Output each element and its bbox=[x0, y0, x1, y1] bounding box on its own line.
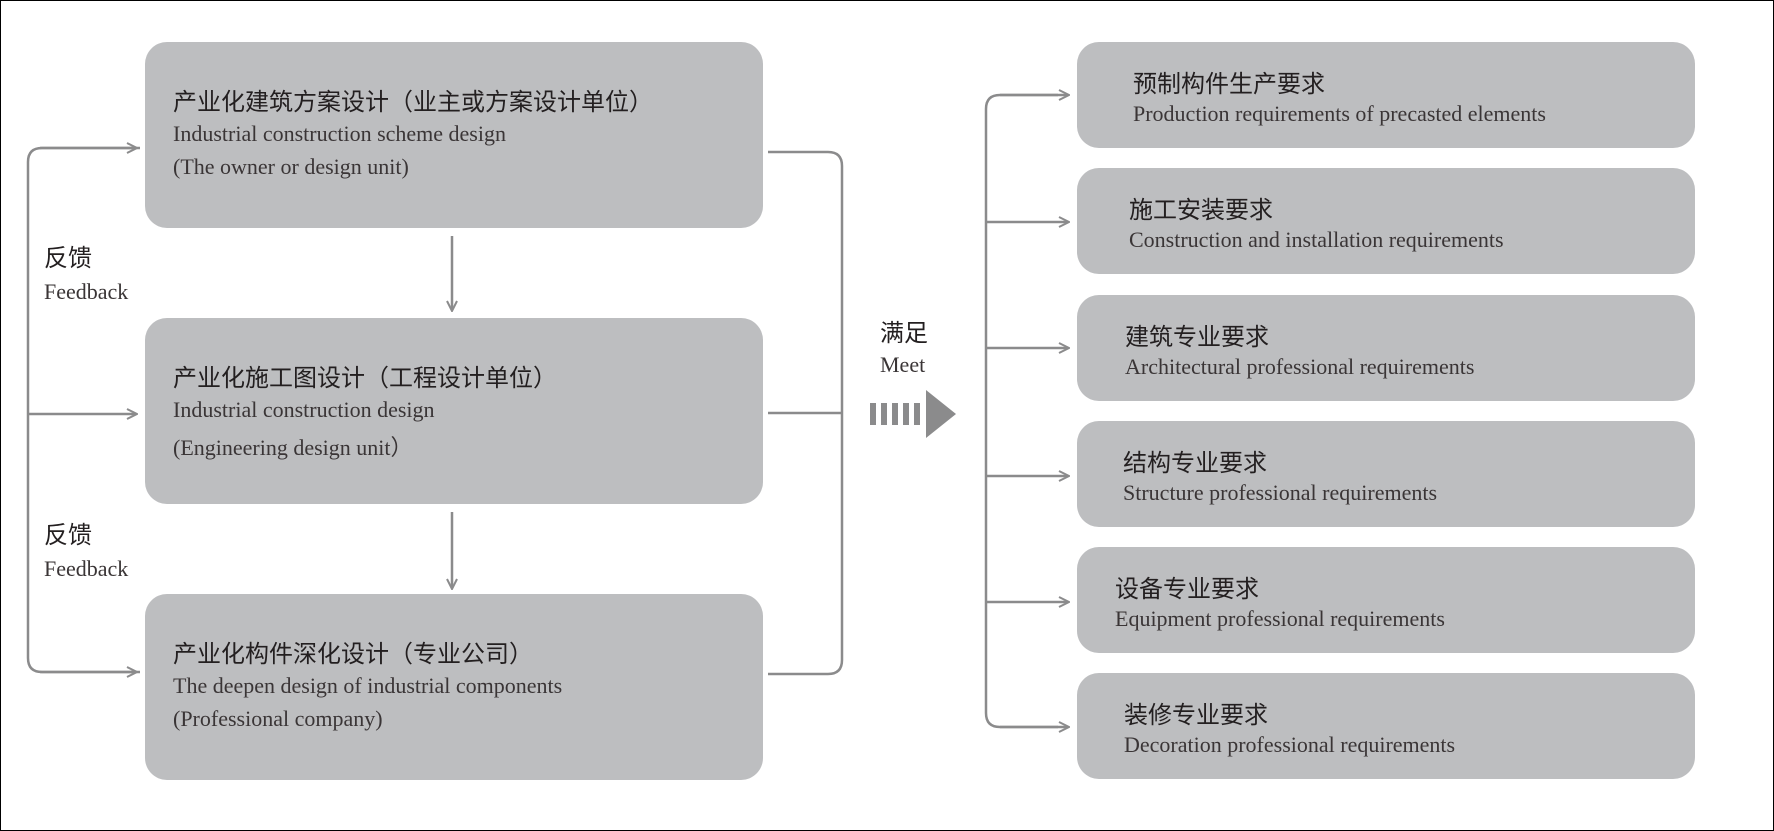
feedback-loop-line bbox=[26, 146, 140, 674]
process-box-construction-design: 产业化施工图设计（工程设计单位） Industrial construction… bbox=[145, 318, 763, 504]
process-title-zh: 产业化构件深化设计（专业公司） bbox=[173, 640, 533, 668]
process-box-deepen-design: 产业化构件深化设计（专业公司） The deepen design of ind… bbox=[145, 594, 763, 780]
meet-label-zh: 满足 bbox=[880, 319, 928, 347]
process-subtitle-en: (Professional company) bbox=[173, 706, 383, 731]
requirement-title-en: Construction and installation requiremen… bbox=[1129, 227, 1504, 252]
feedback-label-zh: 反馈 bbox=[44, 521, 92, 549]
process-subtitle-en: (The owner or design unit) bbox=[173, 154, 409, 179]
requirement-title-en: Architectural professional requirements bbox=[1125, 354, 1475, 379]
requirement-title-en: Production requirements of precasted ele… bbox=[1133, 101, 1546, 126]
process-box-scheme-design: 产业化建筑方案设计（业主或方案设计单位） Industrial construc… bbox=[145, 42, 763, 228]
process-title-zh: 产业化施工图设计（工程设计单位） bbox=[173, 364, 557, 392]
requirement-box-decoration: 装修专业要求 Decoration professional requireme… bbox=[1077, 673, 1695, 779]
requirement-title-zh: 预制构件生产要求 bbox=[1133, 70, 1325, 98]
feedback-label-en: Feedback bbox=[44, 279, 129, 304]
meet-label: 满足 Meet bbox=[880, 313, 928, 378]
meet-label-en: Meet bbox=[880, 352, 926, 377]
requirement-box-architectural: 建筑专业要求 Architectural professional requir… bbox=[1077, 295, 1695, 401]
requirement-title-zh: 装修专业要求 bbox=[1124, 701, 1268, 729]
process-title-en: The deepen design of industrial componen… bbox=[173, 673, 563, 698]
right-bracket bbox=[984, 93, 1058, 729]
requirement-box-structure: 结构专业要求 Structure professional requiremen… bbox=[1077, 421, 1695, 527]
requirement-title-zh: 结构专业要求 bbox=[1123, 449, 1267, 477]
requirement-title-zh: 施工安装要求 bbox=[1129, 196, 1273, 224]
feedback-label-lower: 反馈 Feedback bbox=[44, 515, 128, 582]
requirement-box-production: 预制构件生产要求 Production requirements of prec… bbox=[1077, 42, 1695, 148]
feedback-label-upper: 反馈 Feedback bbox=[44, 238, 128, 305]
requirement-title-en: Equipment professional requirements bbox=[1115, 606, 1445, 631]
process-title-en: Industrial construction design bbox=[173, 397, 435, 422]
requirement-title-en: Structure professional requirements bbox=[1123, 480, 1438, 505]
requirement-title-zh: 建筑专业要求 bbox=[1125, 323, 1269, 351]
process-title-en: Industrial construction scheme design bbox=[173, 121, 506, 146]
process-title-zh: 产业化建筑方案设计（业主或方案设计单位） bbox=[173, 88, 653, 116]
requirement-title-en: Decoration professional requirements bbox=[1124, 732, 1456, 757]
requirement-box-construction: 施工安装要求 Construction and installation req… bbox=[1077, 168, 1695, 274]
meet-arrow-icon bbox=[870, 390, 956, 438]
feedback-label-en: Feedback bbox=[44, 556, 129, 581]
feedback-label-zh: 反馈 bbox=[44, 244, 92, 272]
requirement-box-equipment: 设备专业要求 Equipment professional requiremen… bbox=[1077, 547, 1695, 653]
process-subtitle-en: (Engineering design unit） bbox=[173, 435, 413, 460]
requirement-title-zh: 设备专业要求 bbox=[1115, 575, 1259, 603]
